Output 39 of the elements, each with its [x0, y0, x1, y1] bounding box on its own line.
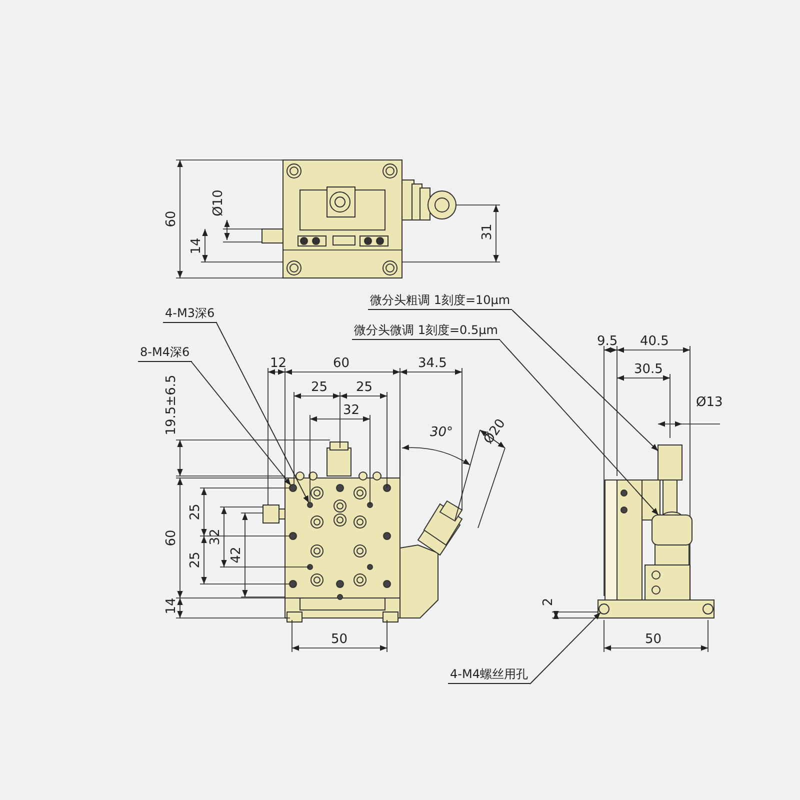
- leader-line: [216, 322, 310, 504]
- dimension-label: 32: [209, 528, 223, 546]
- dimension-label: 31: [481, 224, 495, 240]
- threaded-hole: [289, 484, 297, 492]
- dimension-label: 60: [165, 210, 179, 228]
- dimension-label: 30°: [430, 426, 454, 440]
- dimension-label: Ø10: [212, 190, 226, 216]
- leader-line: [191, 362, 292, 486]
- dimension-label: 9.5: [597, 335, 618, 349]
- dimension-label: 42: [230, 546, 244, 564]
- dimension-label: 25: [189, 552, 203, 568]
- callout-text: 4-M4螺丝用孔: [448, 667, 530, 684]
- micrometer-head: [658, 444, 682, 480]
- dimension-label: 32: [343, 404, 360, 418]
- dimension-label: 60: [333, 357, 350, 371]
- leader-line: [512, 310, 658, 452]
- dimension-label: 25: [311, 381, 328, 395]
- leader-line: [499, 340, 659, 516]
- dimension-label: 2: [542, 598, 556, 606]
- dimension-label: 50: [331, 633, 348, 647]
- dimension-label: 19.5±6.5: [165, 374, 179, 436]
- dimension-label: 25: [189, 504, 203, 520]
- dimension-label: 12: [270, 357, 287, 371]
- dimension-label: 60: [165, 530, 179, 546]
- dimension-label: 34.5: [418, 357, 447, 371]
- leader-line: [530, 612, 601, 684]
- dimension-label: Ø13: [696, 396, 723, 410]
- threaded-hole: [307, 502, 313, 508]
- dimension-label: 50: [645, 633, 662, 647]
- dimension-label: 30.5: [634, 363, 663, 377]
- dimension-label: 14: [190, 238, 204, 254]
- callout-text: 8-M4深6: [138, 345, 192, 362]
- dimension-label: 40.5: [640, 335, 669, 349]
- micrometer-drum: [652, 514, 692, 546]
- dimension-label: 14: [165, 598, 179, 614]
- callout-text: 微分头粗调 1刻度=10μm: [368, 293, 512, 310]
- dimension-label: 25: [356, 381, 373, 395]
- callout-text: 微分头微调 1刻度=0.5μm: [352, 323, 500, 340]
- callout-text: 4-M3深6: [163, 306, 217, 323]
